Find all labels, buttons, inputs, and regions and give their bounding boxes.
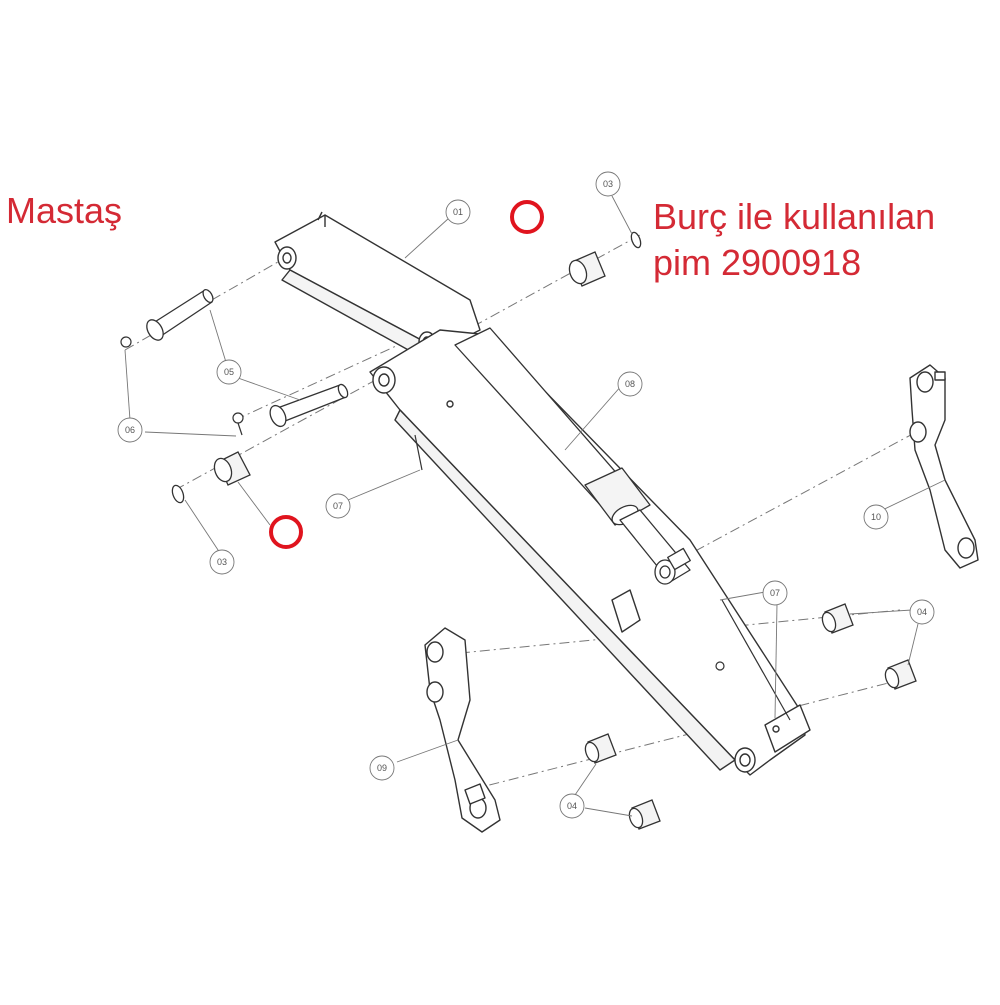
leader-07-right-a [719,591,766,601]
callout-10: 10 [863,504,889,530]
callout-08: 08 [617,371,643,397]
callout-bubbles: 01 03 05 06 03 07 [117,171,935,819]
callout-09: 09 [369,755,395,781]
part-09-link [424,627,501,833]
leader-03-top [611,195,633,235]
callout-07-left: 07 [325,493,351,519]
annotation-bushing-pin-line2: pim 2900918 [653,242,862,283]
leader-04-b [907,623,919,666]
callout-leaders [124,195,946,817]
part-03-right [568,231,642,287]
part-10-link [909,364,979,569]
callout-01: 01 [445,199,471,225]
leader-07-right-b [774,603,778,719]
leader-09 [396,739,459,763]
callout-07-right-label: 07 [770,588,780,598]
leader-08 [564,384,623,451]
leader-03-left-b [237,481,271,526]
callout-05-label: 05 [224,367,234,377]
leader-06-a [124,349,131,421]
callout-08-label: 08 [625,379,635,389]
highlight-ring-left [269,515,303,549]
part-06-clips [120,336,244,436]
annotation-mastas: Mastaş [6,190,123,231]
callout-09-label: 09 [377,763,387,773]
callout-10-label: 10 [871,512,881,522]
axis-lower-bushing-2 [469,679,901,791]
annotation-bushing-pin: Burç ile kullanılan pim 2900918 [653,194,935,286]
leader-04-a [849,609,913,615]
callout-04-right-label: 04 [917,607,927,617]
highlight-rings [269,200,544,549]
callout-04-right: 04 [909,599,935,625]
part-03-left [171,451,251,504]
callout-07-right: 07 [762,580,788,606]
callout-04-bottom-label: 04 [567,801,577,811]
callout-06-label: 06 [125,425,135,435]
callout-03-left-label: 03 [217,557,227,567]
axis-mid-pivot [234,334,421,421]
callout-03-top-label: 03 [603,179,613,189]
annotation-bushing-pin-line1: Burç ile kullanılan [653,196,936,237]
part-07-rod [399,409,791,721]
callout-03-top: 03 [595,171,621,197]
part-08-cylinder [454,327,691,585]
axis-right-link [659,429,921,571]
leader-05-b [237,377,301,401]
leader-04-d [584,807,633,817]
callout-03-left: 03 [209,549,235,575]
part-04-bushings [584,603,917,830]
callout-01-label: 01 [453,207,463,217]
leader-01 [404,217,450,259]
leader-06-b [144,431,237,437]
callout-04-bottom: 04 [559,793,585,819]
callout-06: 06 [117,417,143,443]
leader-03-left [184,499,223,557]
part-05-pins [146,288,349,428]
leader-07-left [347,469,421,501]
highlight-ring-top [510,200,544,234]
callout-05: 05 [216,359,242,385]
leader-04-c [574,763,597,796]
part-01-bracket [274,211,481,363]
callout-07-left-label: 07 [333,501,343,511]
